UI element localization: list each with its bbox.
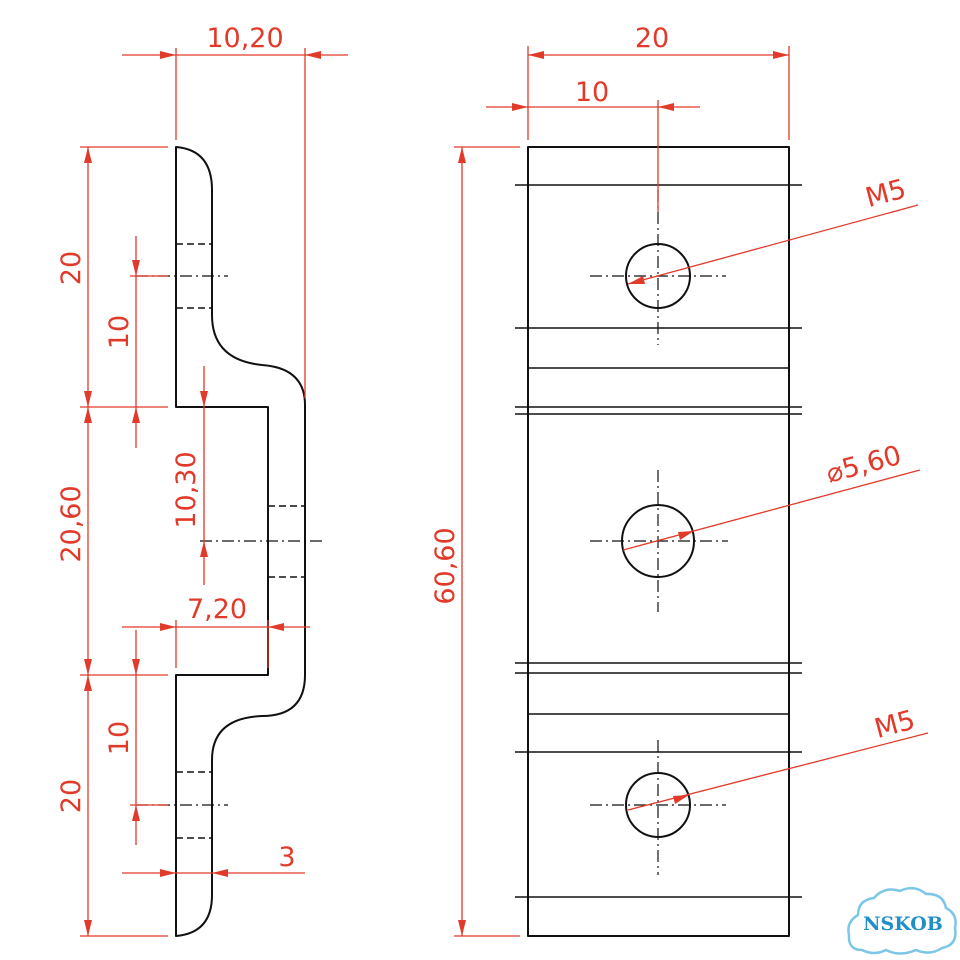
- front-view: [515, 146, 802, 937]
- side-view: [136, 146, 322, 937]
- dim-front-hole-x: 10: [575, 77, 609, 108]
- side-view-outline: [175, 146, 306, 937]
- dim-top-hole-offset: 10: [104, 315, 135, 349]
- watermark-logo: NSKOB: [847, 886, 957, 955]
- dim-offset-width: 7,20: [187, 594, 247, 625]
- dim-front-width: 20: [635, 23, 669, 54]
- dim-side-width: 10,20: [206, 23, 283, 54]
- dim-top-flange-height: 20: [56, 251, 87, 285]
- cloud-icon: [847, 886, 957, 955]
- callout-top-hole: M5: [862, 174, 909, 214]
- dim-thickness: 3: [278, 842, 295, 873]
- watermark-text: NSKOB: [863, 913, 943, 935]
- dim-total-height: 60,60: [430, 527, 461, 604]
- dim-middle-height: 20,60: [56, 485, 87, 562]
- dim-middle-hole-offset: 10,30: [171, 451, 202, 528]
- side-view-dimensions: 10,20 20 10 20,60 10,30 7,20: [56, 23, 348, 937]
- callout-bottom-hole: M5: [871, 705, 918, 745]
- dim-bottom-flange-height: 20: [56, 779, 87, 813]
- dim-bottom-hole-offset: 10: [104, 721, 135, 755]
- callout-middle-hole: ⌀5,60: [823, 440, 905, 490]
- front-view-dimensions: 20 10 60,60 M5 ⌀5,60 M5: [430, 23, 929, 937]
